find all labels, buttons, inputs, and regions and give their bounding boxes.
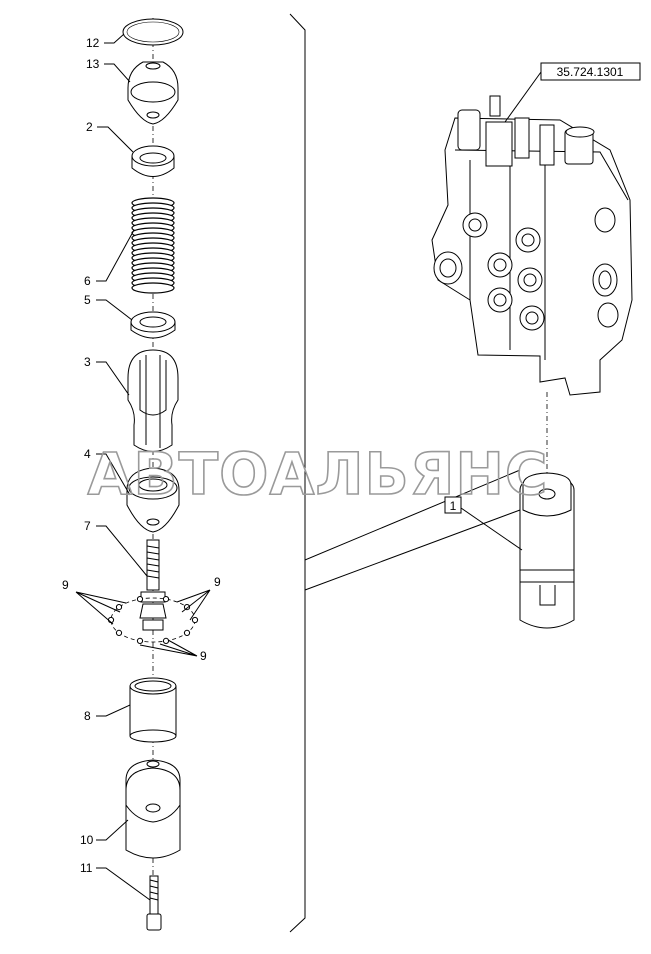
part-8-bushing: [129, 677, 177, 743]
callout-6: 6: [84, 274, 91, 288]
part-13-cap: [127, 61, 179, 125]
assembly-callout-box: 1: [444, 496, 523, 551]
part-3-sleeve: [127, 349, 179, 452]
callout-8: 8: [84, 709, 91, 723]
part-7-threaded-stem: [139, 539, 167, 631]
ball-9: [162, 596, 170, 603]
ball-9: [136, 637, 144, 645]
callout-9-bottom: 9: [200, 649, 207, 663]
ball-9: [191, 616, 199, 624]
ball-9: [183, 604, 191, 611]
ball-9: [115, 629, 123, 637]
callout-13: 13: [86, 57, 100, 71]
part-11-bolt: [146, 875, 162, 931]
part-12-o-ring: [122, 18, 184, 46]
callout-11: 11: [80, 861, 93, 875]
ball-9: [115, 604, 123, 611]
reference-code-box: 35.724.1301: [504, 62, 641, 123]
grouping-bracket: [289, 13, 521, 933]
callout-5: 5: [84, 293, 91, 307]
ball-9: [183, 629, 191, 637]
part-4-flange-cap: [126, 467, 180, 533]
reference-code: 35.724.1301: [557, 65, 624, 79]
callout-9-right: 9: [214, 575, 221, 589]
callout-2: 2: [86, 120, 93, 134]
part-1-cartridge: [519, 472, 575, 629]
part-9-leader-lines: [75, 589, 211, 657]
part-2-spring-seat: [131, 145, 175, 177]
callout-3: 3: [84, 355, 91, 369]
part-5-washer: [130, 311, 176, 339]
part-6-spring: [131, 197, 175, 294]
valve-block-assembly: [431, 95, 633, 396]
part-10-end-cap: [125, 759, 181, 859]
callout-10: 10: [80, 833, 94, 847]
spring-coil: [131, 282, 175, 294]
callout-7: 7: [84, 519, 91, 533]
ball-9: [162, 637, 170, 645]
ball-9: [136, 596, 144, 603]
callout-9-left: 9: [62, 578, 69, 592]
assembly-callout: 1: [450, 499, 457, 513]
callout-12: 12: [86, 36, 100, 50]
callout-4: 4: [84, 447, 91, 461]
callout-numbers: 12 13 2 6 5 3 4 7 9 9 9 8 10 11: [62, 36, 221, 875]
callout-leaders: [96, 33, 151, 901]
watermark-text: АВТОАЛЬЯНС: [87, 440, 548, 508]
